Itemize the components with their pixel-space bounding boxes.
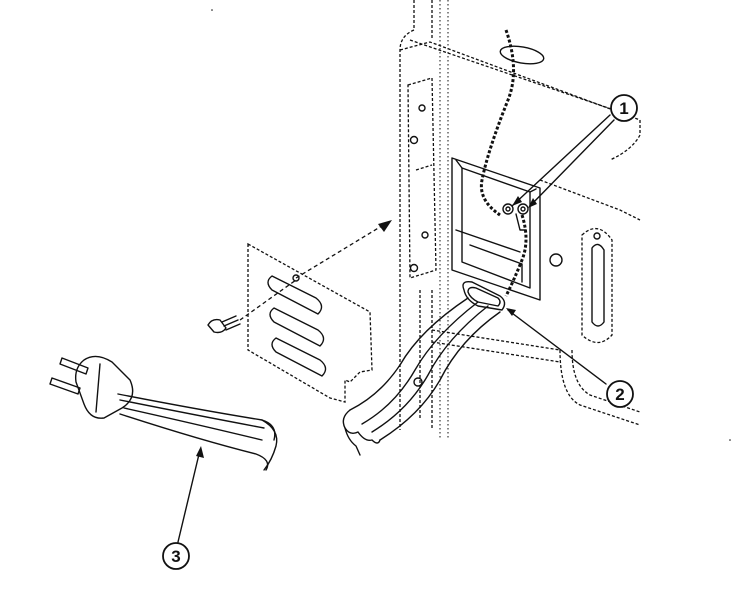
terminal-screws [502,203,529,231]
assembly-arrow [295,220,392,279]
power-cord-plug-end [49,355,278,471]
mounting-screw [207,279,297,334]
callout-2-label: 2 [615,385,624,404]
cabinet-side-slot [581,228,613,344]
callout-1-label: 1 [619,99,628,118]
callout-3: 3 [162,542,190,570]
callout-leaders [177,114,615,543]
cover-plate [247,242,373,403]
stray-mark [211,9,213,11]
stray-mark [729,439,731,441]
callout-2: 2 [606,380,634,408]
terminal-block-recess [451,157,541,301]
top-opening [499,45,545,65]
callout-1: 1 [610,94,638,122]
strain-relief-bushing [462,280,506,311]
power-cord-cabinet-end [342,297,501,456]
cabinet-holes [409,104,563,387]
internal-wires [479,29,528,297]
appliance-cabinet [399,0,641,440]
callout-3-label: 3 [171,547,180,566]
